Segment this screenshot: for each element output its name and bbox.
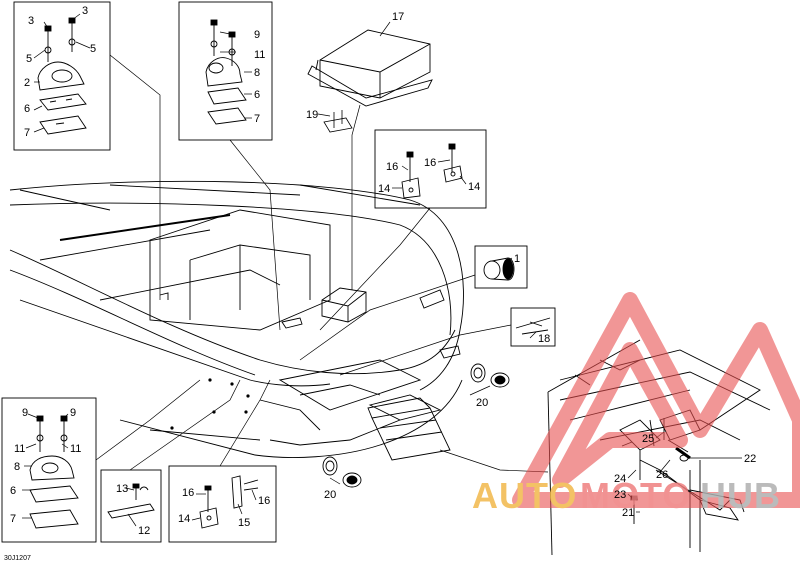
callout-14: 14 xyxy=(378,183,390,195)
watermark-text-hub: HUB xyxy=(700,475,781,516)
callout-9: 9 xyxy=(70,407,76,419)
callout-11: 11 xyxy=(254,49,265,61)
callout-14: 14 xyxy=(178,513,190,525)
callout-8: 8 xyxy=(254,67,260,79)
callout-6: 6 xyxy=(254,89,260,101)
callout-5: 5 xyxy=(90,43,96,55)
drain-plug-20-lower xyxy=(322,456,362,488)
callout-6: 6 xyxy=(24,103,30,115)
callout-15: 15 xyxy=(238,517,250,529)
inset-bottom-left xyxy=(1,397,97,543)
callout-14: 14 xyxy=(468,181,480,193)
inset-clips-14-16 xyxy=(374,129,487,209)
storage-bin-17 xyxy=(307,29,433,107)
callout-6: 6 xyxy=(10,485,16,497)
callout-23: 23 xyxy=(614,489,626,501)
callout-16: 16 xyxy=(386,161,398,173)
callout-3: 3 xyxy=(28,15,34,27)
watermark-text-auto: AUTO xyxy=(472,475,577,516)
watermark-text-moto: MOTO xyxy=(580,475,691,516)
callout-19: 19 xyxy=(306,109,318,121)
callout-16: 16 xyxy=(424,157,436,169)
callout-25: 25 xyxy=(642,433,654,445)
callout-16: 16 xyxy=(182,487,194,499)
drain-plug-20-upper xyxy=(470,363,510,388)
callout-24: 24 xyxy=(614,473,626,485)
callout-12: 12 xyxy=(138,525,150,537)
inset-lower-14-15-16 xyxy=(168,465,277,543)
callout-21: 21 xyxy=(622,507,634,519)
hull-reference-dots xyxy=(170,378,250,430)
callout-7: 7 xyxy=(10,513,16,525)
callout-labels: 3 3 5 5 2 6 7 9 11 8 6 7 17 19 16 16 14 … xyxy=(4,5,756,562)
callout-13: 13 xyxy=(116,483,128,495)
callout-7: 7 xyxy=(24,127,30,139)
callout-3: 3 xyxy=(82,5,88,17)
inset-top-middle xyxy=(178,1,273,141)
callout-18: 18 xyxy=(538,333,550,345)
leader-lines xyxy=(22,13,742,527)
callout-20: 20 xyxy=(476,397,488,409)
callout-16: 16 xyxy=(258,495,270,507)
watermark-logo: AUTO MOTO HUB xyxy=(472,292,800,516)
callout-1: 1 xyxy=(514,253,520,265)
drawing-code: 30J1207 xyxy=(4,555,31,562)
callout-11: 11 xyxy=(14,443,25,455)
callout-22: 22 xyxy=(744,453,756,465)
plug-1 xyxy=(474,245,528,289)
callout-11: 11 xyxy=(70,443,81,455)
callout-17: 17 xyxy=(392,11,404,23)
rivet-19 xyxy=(323,110,353,133)
watermark-triangle xyxy=(512,292,800,508)
inset-strip-12-13 xyxy=(100,469,162,543)
callout-9: 9 xyxy=(254,29,260,41)
callout-26: 26 xyxy=(656,469,668,481)
callout-2: 2 xyxy=(24,77,30,89)
callout-20: 20 xyxy=(324,489,336,501)
callout-9: 9 xyxy=(22,407,28,419)
hull-assembly xyxy=(9,180,464,458)
ladder-under-stern xyxy=(367,397,451,461)
callout-8: 8 xyxy=(14,461,20,473)
inset-18 xyxy=(510,307,556,347)
callout-5: 5 xyxy=(26,53,32,65)
inset-top-left xyxy=(13,1,111,151)
callout-7: 7 xyxy=(254,113,260,125)
